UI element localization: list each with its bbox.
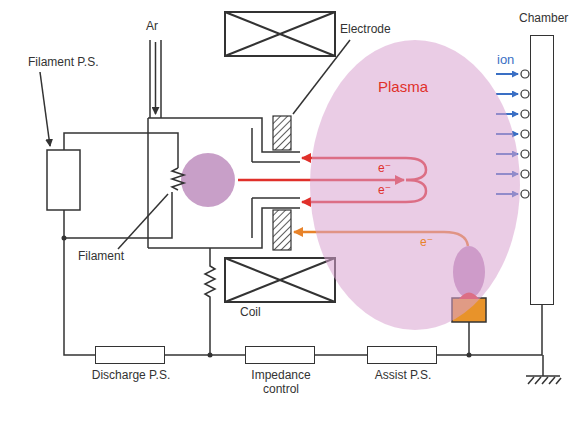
- node-label: Impedance control: [236, 369, 326, 397]
- coil-cross: [225, 258, 335, 302]
- ion-dot: [521, 130, 529, 138]
- electron-return: [302, 158, 426, 180]
- ion-dot: [521, 90, 529, 98]
- coil-box: [225, 258, 335, 302]
- node-label: Discharge P.S.: [86, 369, 176, 383]
- junction-dot: [467, 353, 472, 358]
- filament-power-supply: [47, 150, 80, 210]
- ground-hatch: [528, 377, 534, 384]
- inlet-pipe: [160, 40, 162, 118]
- ion-dot: [521, 170, 529, 178]
- filament-coil: [172, 168, 184, 190]
- ground-symbol: [526, 355, 561, 384]
- ion-dot: [521, 110, 529, 118]
- electron-return: [302, 180, 426, 202]
- inlet-arrow: [155, 42, 157, 114]
- ion-arrow: [496, 113, 518, 115]
- electrode-hatched: [273, 116, 291, 150]
- coil-box: [225, 12, 335, 56]
- assist-electron: [294, 232, 468, 246]
- ground-bar: [526, 375, 560, 377]
- gas-inlet: [150, 40, 161, 118]
- node-label: Chamber: [519, 12, 568, 26]
- resistor-symbol: [205, 248, 215, 355]
- plasma-region: Plasma: [310, 40, 520, 330]
- ion-arrow: [496, 193, 518, 195]
- ion-dot: [521, 70, 529, 78]
- inlet-pipe: [149, 40, 151, 118]
- part-label: Filament P.S.: [28, 56, 98, 70]
- junction-dot: [208, 353, 213, 358]
- nozzle-line: [252, 161, 300, 163]
- nozzle-line: [251, 128, 253, 162]
- part-label: Electrode: [340, 23, 391, 37]
- power-supply-box: Discharge P.S.: [95, 346, 165, 364]
- nozzle-line: [251, 198, 253, 238]
- part-label: Coil: [240, 306, 261, 320]
- wire: [468, 322, 470, 355]
- assist-plasma: [453, 246, 485, 298]
- ion-arrow: [496, 153, 518, 155]
- assist-source: [452, 298, 486, 322]
- gas-label: Ar: [146, 20, 158, 34]
- coil-cross: [225, 12, 335, 56]
- assist-emitter: [459, 293, 479, 300]
- ion-dot: [521, 150, 529, 158]
- ground-hatch: [535, 377, 541, 384]
- particle-label: ion: [497, 53, 514, 68]
- node-label: Plasma: [378, 78, 428, 95]
- coil-cross: [225, 12, 335, 56]
- ground-wire: [542, 355, 544, 376]
- plasma-ellipse: [310, 40, 520, 330]
- resistor-symbol: [205, 248, 215, 355]
- wire-connector: [165, 354, 245, 356]
- node-label: Assist P.S.: [358, 369, 448, 383]
- wire-connector: [315, 354, 367, 356]
- ion-arrow: [496, 73, 518, 75]
- ion-arrow: [496, 173, 518, 175]
- ground-hatch: [549, 377, 555, 384]
- ion-dot: [521, 190, 529, 198]
- ion-particles: [521, 70, 529, 198]
- electrode-hatched: [273, 210, 291, 250]
- impedance-box: Impedance control: [245, 346, 315, 364]
- leader-line: [118, 194, 168, 249]
- ground-hatch: [542, 377, 548, 384]
- power-supply-box: Assist P.S.: [367, 346, 437, 364]
- junction-dot: [62, 236, 67, 241]
- ion-arrow: [496, 133, 518, 135]
- leader-line: [40, 72, 50, 146]
- wire: [64, 133, 178, 168]
- ion-arrow: [496, 93, 518, 95]
- ion-flow: [496, 74, 518, 194]
- nozzle-line: [252, 197, 300, 199]
- wire: [64, 210, 95, 355]
- housing-wall: [147, 118, 149, 248]
- ground-hatch: [556, 378, 561, 384]
- part-label: Filament: [78, 250, 124, 264]
- coil-bottom: [225, 258, 335, 302]
- electron-beam: [238, 179, 404, 182]
- coil-cross: [225, 258, 335, 302]
- filament-circuit: [40, 40, 350, 355]
- coil-top: [225, 12, 335, 56]
- inner-plasma: [181, 153, 235, 207]
- chamber-wall: Chamber: [530, 35, 554, 305]
